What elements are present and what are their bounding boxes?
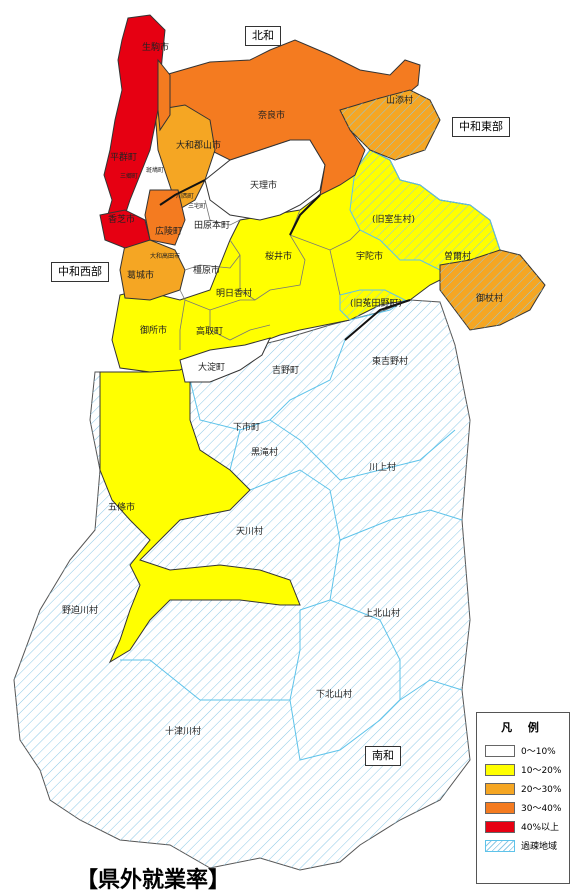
legend-swatch-4 xyxy=(485,820,515,833)
region-oyodo xyxy=(179,337,271,383)
legend-title: 凡 例 xyxy=(501,721,545,734)
region-kashiba xyxy=(99,209,151,249)
south-borders xyxy=(120,339,463,761)
legend-label-2: 20〜30% xyxy=(521,785,562,795)
region-west-mid xyxy=(144,189,186,246)
label-kashihara: 橿原市 xyxy=(193,264,220,276)
label-sakurai: 桜井市 xyxy=(265,250,292,262)
legend-row-4: 40%以上 xyxy=(485,817,569,836)
region-katsuragi xyxy=(119,239,186,301)
label-uda: 宇陀市 xyxy=(356,250,383,262)
label-tenri: 天理市 xyxy=(250,179,277,191)
legend-label-4: 40%以上 xyxy=(521,823,560,833)
region-nara-west xyxy=(157,58,171,132)
label-koryo: 広陵町 xyxy=(155,225,182,237)
label-kamikitayama: 上北山村 xyxy=(364,607,400,619)
region-gojo xyxy=(99,361,301,664)
legend: 凡 例 0〜10% 10〜20% 20〜30% 30〜40% 40%以上 過疎地… xyxy=(476,712,570,884)
region-label-nanwa: 南和 xyxy=(365,746,401,766)
legend-label-1: 10〜20% xyxy=(521,766,562,776)
label-former-murou: (旧室生村) xyxy=(372,213,415,225)
region-mitsue-hatch xyxy=(440,250,545,330)
region-haibara-hatch xyxy=(339,289,406,321)
label-yamatotakada: 大和高田市 xyxy=(150,252,180,260)
label-kashiba: 香芝市 xyxy=(108,213,135,225)
legend-swatch-3 xyxy=(485,801,515,814)
central-borders xyxy=(179,199,361,350)
label-takatori: 高取町 xyxy=(196,325,223,337)
label-former-haibara: (旧菟田野町) xyxy=(350,297,402,309)
label-tawaramoto: 田原本町 xyxy=(194,219,230,231)
region-label-chuwa-east: 中和東部 xyxy=(452,117,510,137)
label-ikoma: 生駒市 xyxy=(142,41,169,53)
label-nosegawa: 野迫川村 xyxy=(62,604,98,616)
legend-row-2: 20〜30% xyxy=(485,779,569,798)
label-katsuragi: 葛城市 xyxy=(127,269,154,281)
legend-label-3: 30〜40% xyxy=(521,804,562,814)
legend-swatch-1 xyxy=(485,763,515,776)
label-kawanishi: 川西町 xyxy=(176,193,194,200)
region-koriyama xyxy=(154,104,216,211)
label-kawakami: 川上村 xyxy=(369,461,396,473)
region-label-chuwa-west: 中和西部 xyxy=(51,262,109,282)
label-shimokitayama: 下北山村 xyxy=(316,688,352,700)
label-shimoichi: 下市町 xyxy=(233,421,260,433)
label-gojo: 五條市 xyxy=(108,501,135,513)
label-higashiyoshino: 東吉野村 xyxy=(372,355,408,367)
thick-borders xyxy=(159,179,411,341)
label-gose: 御所市 xyxy=(140,324,167,336)
label-asuka: 明日香村 xyxy=(216,287,252,299)
legend-row-0: 0〜10% xyxy=(485,741,569,760)
legend-label-5: 過疎地域 xyxy=(521,842,558,852)
region-yamazoe-hatch xyxy=(340,90,440,160)
legend-swatch-5 xyxy=(485,839,515,852)
label-yamazoe: 山添村 xyxy=(386,94,413,106)
label-totsukawa: 十津川村 xyxy=(165,725,201,737)
legend-swatch-2 xyxy=(485,782,515,795)
label-mitsue: 御杖村 xyxy=(476,292,503,304)
legend-swatch-0 xyxy=(485,744,515,757)
label-oyodo: 大淀町 xyxy=(198,361,225,373)
label-yamatokoriyama: 大和郡山市 xyxy=(176,139,221,151)
label-tenkawa: 天川村 xyxy=(236,525,263,537)
legend-row-5: 過疎地域 xyxy=(485,836,569,855)
label-nara: 奈良市 xyxy=(258,109,285,121)
label-heguri: 平群町 xyxy=(110,151,137,163)
label-kurotaki: 黒滝村 xyxy=(251,446,278,458)
label-miyake: 三宅町 xyxy=(188,202,206,210)
region-label-hokuwa: 北和 xyxy=(245,26,281,46)
legend-label-0: 0〜10% xyxy=(521,747,556,757)
map-caption: 【県外就業率】 xyxy=(76,868,231,893)
label-soni: 曽爾村 xyxy=(444,250,471,262)
legend-row-3: 30〜40% xyxy=(485,798,569,817)
label-sango: 三郷町 xyxy=(120,172,138,180)
legend-row-1: 10〜20% xyxy=(485,760,569,779)
label-ikaruga: 斑鳩町 xyxy=(146,166,164,174)
label-yoshino: 吉野町 xyxy=(272,365,299,376)
